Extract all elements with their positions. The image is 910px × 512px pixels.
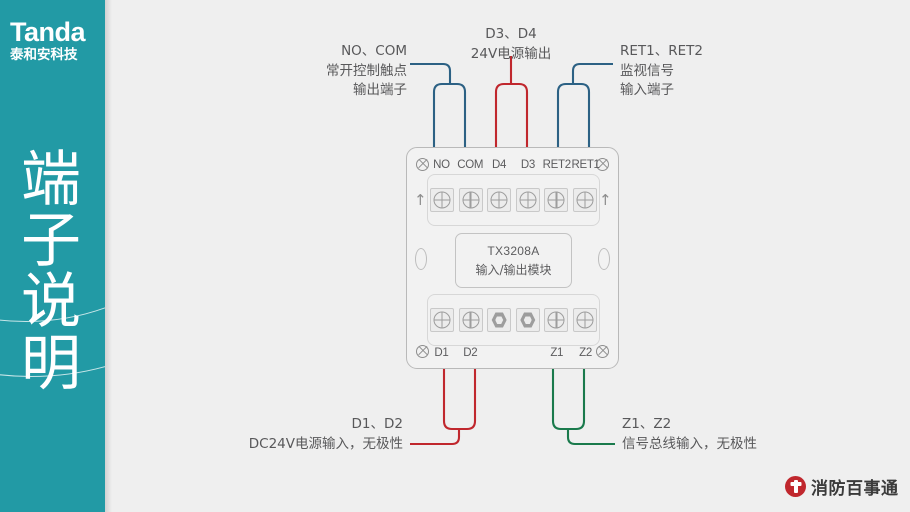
brand-logo: Tanda 泰和安科技 [10,17,105,64]
wire-group-ret1-ret2 [556,62,613,147]
terminal-label-ret1: RET1 [571,159,600,171]
leader-z1-z2 [566,429,615,446]
terminal-label-d2: D2 [463,347,478,359]
leader-d1-d2 [410,429,461,446]
callout-z1-z2-line-2: 信号总线输入，无极性 [622,435,757,452]
callout-d1-d2-line-1: D1、D2 [351,416,403,432]
top-terminal-screws [430,187,597,213]
bottom-terminal-screws [430,307,597,333]
mounting-slot-right [598,248,610,270]
terminal-label-z1: Z1 [550,347,564,359]
page-title-vertical: 端 子 说 明 [12,145,90,399]
corner-screw-bottom-left-icon [416,345,429,358]
wire-ret1-ret2 [556,82,591,147]
terminal-screw-d4[interactable] [487,188,512,212]
terminal-screw-unlabeled-2[interactable] [515,308,540,332]
terminal-label-com: COM [457,159,484,171]
page-title-char-2: 子 [21,206,81,277]
terminal-screw-ret2[interactable] [544,188,569,212]
top-terminal-labels: NO COM D4 D3 RET2 RET1 [427,157,600,173]
callout-d3-d4-line-1: D3、D4 [485,26,537,42]
sidebar: Tanda 泰和安科技 端 子 说 明 [0,0,105,512]
callout-ret1-ret2-line-3: 输入端子 [620,82,674,99]
callout-z1-z2-line-1: Z1、Z2 [622,416,672,432]
terminal-screw-unlabeled-1[interactable] [487,308,512,332]
callout-no-com-line-2: 常开控制触点 [326,62,407,79]
terminal-screw-d3[interactable] [515,188,540,212]
brand-name-en: Tanda [10,17,86,47]
terminal-screw-d2[interactable] [458,308,483,332]
wire-d1-d2 [442,369,477,431]
terminal-label-d1: D1 [434,347,449,359]
top-terminal-block [427,174,600,226]
page-title-char-4: 明 [21,328,81,399]
terminal-label-d4: D4 [492,159,507,171]
corner-screw-top-right-icon [596,158,609,171]
mount-arrow-right-icon: ↑ [599,191,612,209]
callout-d1-d2: D1、D2 DC24V电源输入，无极性 [175,415,403,454]
callout-no-com: NO、COM 常开控制触点 输出端子 [245,42,407,101]
callout-d3-d4: D3、D4 24V电源输出 [431,25,591,64]
terminal-label-ret2: RET2 [542,159,572,171]
corner-screw-top-left-icon [416,158,429,171]
terminal-screw-no[interactable] [430,188,454,212]
wire-group-z1-z2 [551,369,615,446]
leader-ret1-ret2 [571,62,613,84]
leader-no-com [410,62,452,84]
device-module-tx3208a: ↑ ↑ NO COM D4 D3 RET2 RET1 TX3208A 输入/输出… [406,147,619,369]
callout-ret1-ret2-line-1: RET1、RET2 [620,43,703,59]
callout-no-com-line-1: NO、COM [341,43,407,59]
mounting-slot-left [415,248,427,270]
terminal-label-d3: D3 [520,159,535,171]
wire-group-d3-d4 [494,56,529,147]
wire-d3-d4 [494,82,529,147]
terminal-screw-z1[interactable] [544,308,569,332]
wire-no-com [432,82,467,147]
callout-d1-d2-line-2: DC24V电源输入，无极性 [248,435,403,452]
model-number: TX3208A [487,243,540,258]
terminal-label-z2: Z2 [579,347,592,359]
footer-watermark: 消防百事通 [785,474,899,499]
callout-d3-d4-line-2: 24V电源输出 [470,45,552,62]
callout-ret1-ret2: RET1、RET2 监视信号 输入端子 [620,42,800,101]
fire-safety-logo-icon [785,476,806,497]
terminal-screw-z2[interactable] [572,308,597,332]
mount-arrow-left-icon: ↑ [414,191,427,209]
bottom-terminal-block [427,294,600,346]
corner-screw-bottom-right-icon [596,345,609,358]
terminal-screw-com[interactable] [458,188,483,212]
terminal-label-no: NO [433,159,450,171]
sidebar-edge-shadow [105,0,112,512]
page-title-char-3: 说 [21,267,81,338]
bottom-terminal-labels: D1 D2 Z1 Z2 [427,345,600,361]
page-title-char-1: 端 [21,145,81,215]
brand-name-cn: 泰和安科技 [10,47,78,63]
terminal-screw-ret1[interactable] [572,188,597,212]
terminal-screw-d1[interactable] [430,308,454,332]
callout-no-com-line-3: 输出端子 [353,82,407,99]
footer-watermark-text: 消防百事通 [811,479,899,499]
wire-z1-z2 [551,369,586,431]
wire-group-no-com [410,62,467,147]
model-description: 输入/输出模块 [475,262,552,277]
callout-z1-z2: Z1、Z2 信号总线输入，无极性 [622,415,862,454]
wire-group-d1-d2 [410,369,477,446]
callout-ret1-ret2-line-2: 监视信号 [620,62,674,79]
model-nameplate: TX3208A 输入/输出模块 [455,233,572,288]
